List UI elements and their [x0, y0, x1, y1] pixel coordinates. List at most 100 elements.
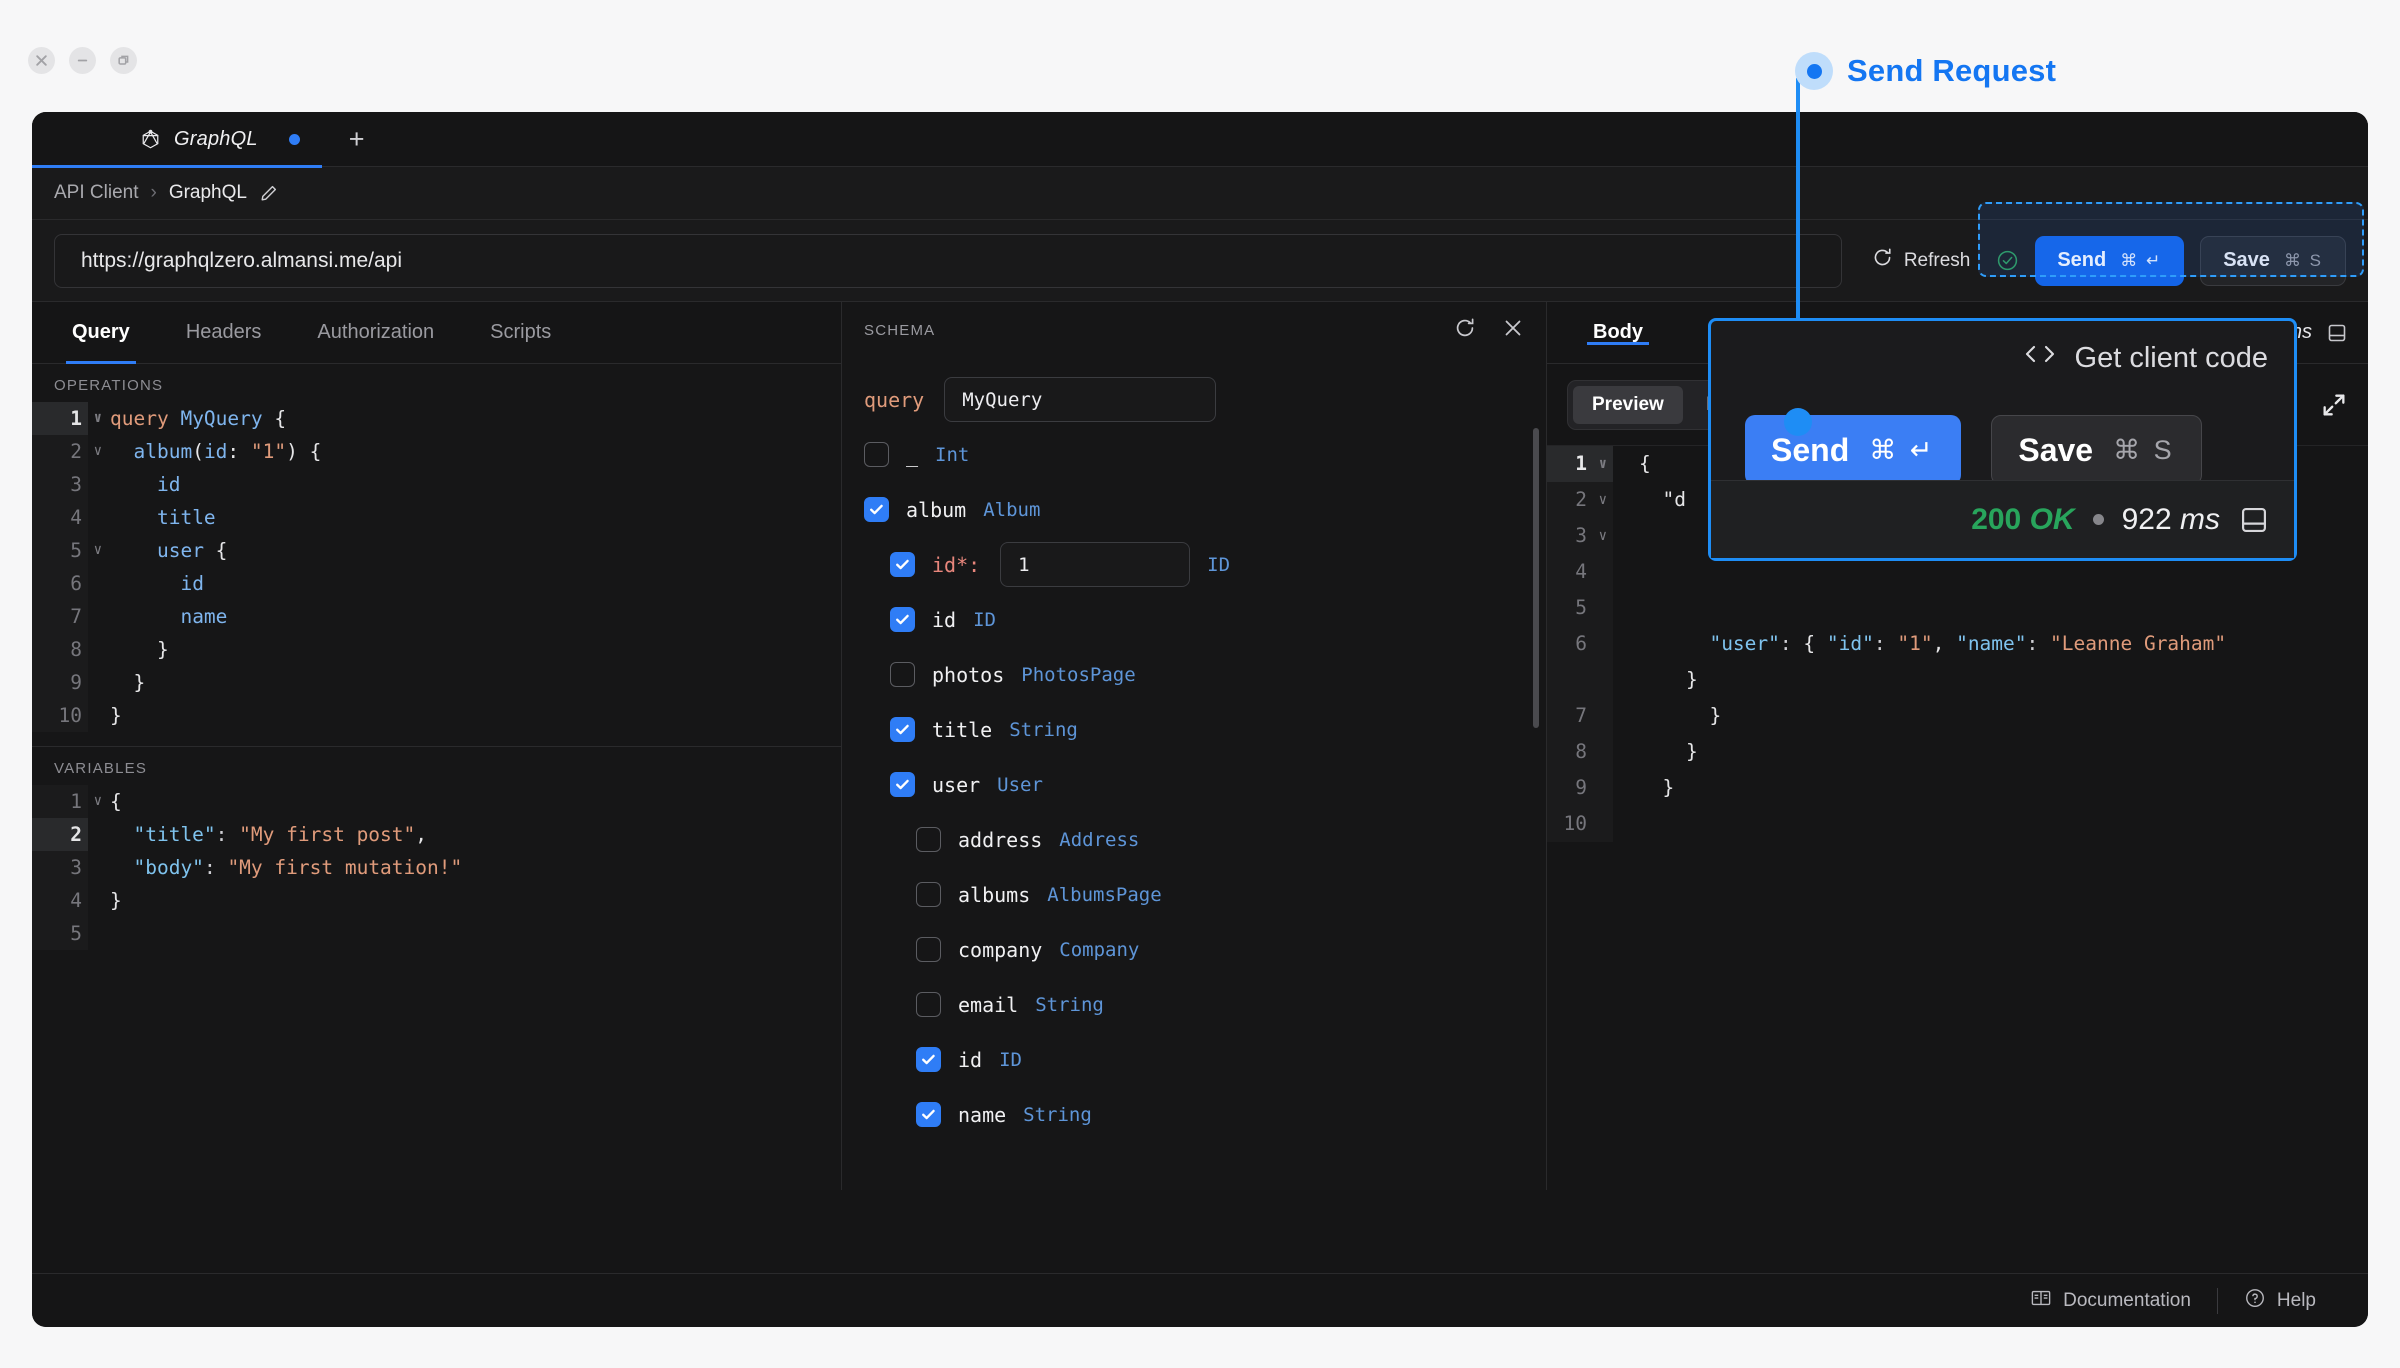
code-line: [1639, 590, 2226, 626]
checkbox-checked-icon[interactable]: [916, 1102, 941, 1127]
schema-scrollbar[interactable]: [1533, 428, 1539, 728]
code-line: }: [110, 889, 122, 912]
checkbox-unchecked-icon[interactable]: [916, 937, 941, 962]
schema-query-name-input[interactable]: MyQuery: [944, 377, 1217, 422]
send-shortcut: ⌘ ↵: [2120, 250, 2163, 270]
checkbox-unchecked-icon[interactable]: [916, 827, 941, 852]
request-tab-label: Authorization: [317, 321, 435, 343]
save-button[interactable]: Save ⌘ S: [2200, 235, 2346, 286]
schema-field-name: id*:: [932, 552, 981, 577]
schema-arg-value-input[interactable]: 1: [1000, 542, 1191, 587]
minimize-icon[interactable]: [69, 47, 96, 74]
line-number: 9: [1575, 776, 1587, 799]
request-tab-graphql[interactable]: GraphQL: [32, 112, 322, 168]
zoom-send-button[interactable]: Send ⌘ ↵: [1745, 415, 1962, 485]
chevron-down-icon[interactable]: ∨: [1598, 528, 1607, 544]
checkbox-checked-icon[interactable]: [890, 552, 915, 577]
variables-code-text[interactable]: { "title": "My first post", "body": "My …: [88, 785, 462, 950]
checkbox-checked-icon[interactable]: [890, 772, 915, 797]
chevron-down-icon[interactable]: ∨: [93, 443, 102, 459]
line-number: 4: [70, 889, 82, 912]
book-icon: [2030, 1287, 2052, 1315]
response-tab-body[interactable]: Body: [1565, 321, 1671, 345]
chevron-down-icon[interactable]: ∨: [93, 793, 102, 809]
breadcrumb-current[interactable]: GraphQL: [168, 182, 247, 203]
breadcrumb-root[interactable]: API Client: [54, 182, 139, 203]
annotation-callout: Send Request: [1795, 52, 2056, 90]
response-tab-body-label: Body: [1593, 321, 1643, 343]
line-number: 8: [70, 638, 82, 661]
chevron-down-icon[interactable]: ∨: [93, 410, 102, 426]
url-input[interactable]: https://graphqlzero.almansi.me/api: [54, 233, 1842, 288]
checkbox-unchecked-icon[interactable]: [864, 442, 889, 467]
schema-field-type: ID: [1207, 553, 1231, 576]
documentation-button[interactable]: Documentation: [2004, 1287, 2217, 1315]
response-body-text[interactable]: { "d "user": { "id": "1", "name": "Leann…: [1613, 446, 2226, 842]
annotation-connector-line: [1796, 78, 1800, 421]
schema-row[interactable]: _Int: [842, 427, 1546, 482]
help-button[interactable]: Help: [2218, 1287, 2342, 1315]
schema-field-name: user: [932, 772, 981, 797]
line-number: 1∨: [32, 402, 102, 435]
zoom-save-button[interactable]: Save ⌘ S: [1991, 415, 2202, 485]
checkbox-checked-icon[interactable]: [890, 607, 915, 632]
expand-diagonal-icon[interactable]: [2320, 391, 2348, 419]
new-tab-button[interactable]: +: [348, 123, 365, 154]
operations-code-text[interactable]: query MyQuery { album(id: "1") { id titl…: [88, 402, 321, 732]
pencil-icon[interactable]: [259, 184, 278, 203]
line-number: 5: [70, 922, 82, 945]
get-client-code-button[interactable]: Get client code: [2023, 341, 2268, 375]
maximize-icon[interactable]: [110, 47, 137, 74]
request-tab-headers[interactable]: Headers: [158, 302, 290, 363]
line-number: 7: [70, 605, 82, 628]
chevron-down-icon[interactable]: ∨: [1598, 456, 1607, 472]
schema-refresh-icon[interactable]: [1454, 317, 1476, 344]
schema-close-icon[interactable]: [1502, 317, 1524, 344]
send-button[interactable]: Send ⌘ ↵: [2035, 235, 2185, 286]
schema-field-name: address: [958, 827, 1043, 852]
checkbox-checked-icon[interactable]: [890, 717, 915, 742]
checkbox-unchecked-icon[interactable]: [890, 662, 915, 687]
checkbox-checked-icon[interactable]: [916, 1047, 941, 1072]
request-tab-scripts[interactable]: Scripts: [462, 302, 579, 363]
checkbox-unchecked-icon[interactable]: [916, 882, 941, 907]
request-tab-authorization[interactable]: Authorization: [289, 302, 462, 363]
zoom-time-unit: ms: [2180, 502, 2220, 536]
close-icon[interactable]: [28, 47, 55, 74]
schema-field-type: AlbumsPage: [1047, 883, 1162, 906]
checkbox-checked-icon[interactable]: [864, 497, 889, 522]
line-number: 3: [70, 473, 82, 496]
request-tab-query[interactable]: Query: [44, 302, 158, 364]
schema-field-type: String: [1023, 1103, 1092, 1126]
schema-row[interactable]: id*: 1 ID: [842, 537, 1546, 592]
schema-field-name: id: [958, 1047, 983, 1072]
schema-query-row: query MyQuery: [842, 372, 1546, 427]
chevron-down-icon[interactable]: ∨: [1598, 492, 1607, 508]
refresh-schema-button[interactable]: Refresh: [1862, 239, 1981, 282]
view-mode-preview[interactable]: Preview: [1573, 385, 1683, 424]
chevron-down-icon[interactable]: ∨: [93, 542, 102, 558]
code-line: album(id: "1") {: [133, 440, 322, 463]
checkbox-unchecked-icon[interactable]: [916, 992, 941, 1017]
line-number: 6: [70, 572, 82, 595]
question-circle-icon: [2244, 1287, 2266, 1315]
